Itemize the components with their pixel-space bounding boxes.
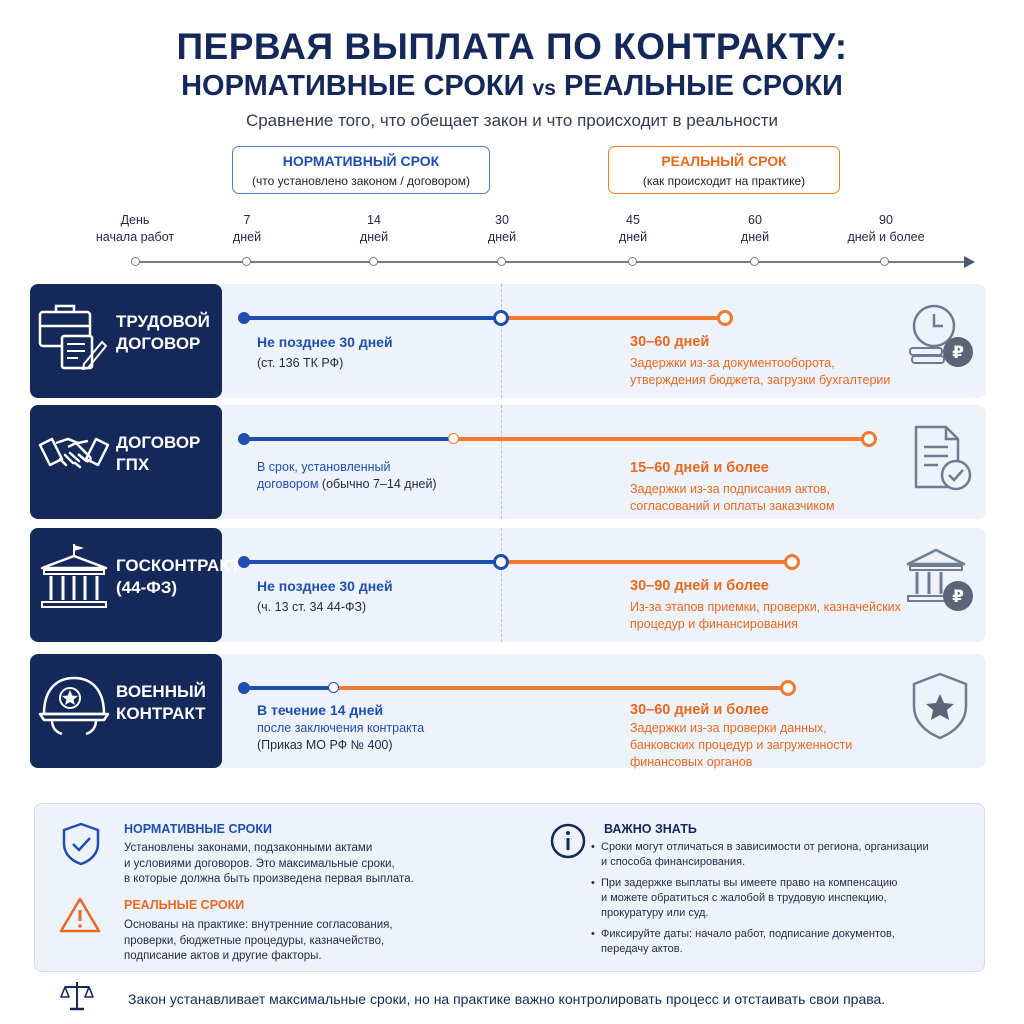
page-title-line2: НОРМАТИВНЫЕ СРОКИ vs РЕАЛЬНЫЕ СРОКИ xyxy=(0,70,1024,103)
scales-icon xyxy=(60,982,94,1011)
info-bullet: При задержке выплаты вы имеете право на … xyxy=(591,876,971,921)
real-deadline: 15–60 дней и более xyxy=(630,460,769,476)
normative-end-marker xyxy=(493,554,509,570)
info-bullet: Фиксируйте даты: начало работ, подписани… xyxy=(591,927,971,957)
real-reasons: Задержки из-за документооборота,утвержде… xyxy=(630,356,891,387)
info-real-text: Основаны на практике: внутренние согласо… xyxy=(124,919,393,962)
info-normative-title: НОРМАТИВНЫЕ СРОКИ xyxy=(124,822,272,836)
timeline-arrow-icon xyxy=(964,256,975,268)
normative-deadline: Не позднее 30 дней xyxy=(257,578,393,594)
info-normative-text: Установлены законами, подзаконными актам… xyxy=(124,842,414,885)
normative-source: (ст. 136 ТК РФ) xyxy=(257,356,344,370)
normative-source: договором (обычно 7–14 дней) xyxy=(257,477,437,491)
page-subtitle: Сравнение того, что обещает закон и что … xyxy=(245,111,779,130)
title-normative: НОРМАТИВНЫЕ СРОКИ xyxy=(181,70,525,102)
title-real: РЕАЛЬНЫЕ СРОКИ xyxy=(563,70,843,102)
real-reasons: Из-за этапов приемки, проверки, казначей… xyxy=(630,600,901,631)
page-title: ПЕРВАЯ ВЫПЛАТА ПО КОНТРАКТУ: xyxy=(176,26,848,67)
legend-normative-title: НОРМАТИВНЫЙ СРОК xyxy=(282,153,440,169)
axis-marker xyxy=(131,257,140,266)
footer-note: Закон устанавливает максимальные сроки, … xyxy=(128,991,886,1007)
info-real-title: РЕАЛЬНЫЕ СРОКИ xyxy=(124,898,245,912)
real-deadline: 30–60 дней xyxy=(630,334,710,350)
timeline-axis xyxy=(132,261,964,263)
normative-deadline: Не позднее 30 дней xyxy=(257,334,393,350)
info-bullet: Сроки могут отличаться в зависимости от … xyxy=(591,840,971,870)
legend-normative-subtitle: (что установлено законом / договором) xyxy=(252,174,470,188)
real-bar xyxy=(501,560,792,564)
info-important-title: ВАЖНО ЗНАТЬ xyxy=(604,822,697,836)
normative-end-marker xyxy=(493,310,509,326)
real-end-marker xyxy=(784,554,800,570)
normative-deadline: В срок, установленный xyxy=(257,460,391,474)
day-30-guide xyxy=(501,405,502,519)
real-reasons: Задержки из-за подписания актов,согласов… xyxy=(630,482,835,513)
normative-bar xyxy=(244,560,501,564)
normative-deadline: В течение 14 дней xyxy=(257,702,384,718)
real-end-marker xyxy=(861,431,877,447)
row-head-state: ГОСКОНТРАКТ(44-ФЗ) xyxy=(30,528,241,642)
axis-marker xyxy=(750,257,759,266)
real-bar xyxy=(335,686,781,690)
day-30-guide xyxy=(501,528,502,642)
title-vs: vs xyxy=(532,77,556,100)
document-check-icon xyxy=(914,425,972,491)
legend-real-subtitle: (как происходит на практике) xyxy=(642,174,806,188)
military-helmet-icon xyxy=(38,676,110,736)
normative-end-marker xyxy=(448,433,459,444)
real-deadline: 30–60 дней и более xyxy=(630,702,769,718)
bank-ruble-icon: ₽ xyxy=(906,548,973,611)
info-panel: НОРМАТИВНЫЕ СРОКИ Установлены законами, … xyxy=(34,803,985,972)
row-title: ГОСКОНТРАКТ(44-ФЗ) xyxy=(116,556,241,597)
warning-icon xyxy=(59,897,101,933)
info-icon xyxy=(550,823,586,859)
svg-text:₽: ₽ xyxy=(952,587,964,607)
axis-marker xyxy=(369,257,378,266)
real-deadline: 30–90 дней и более xyxy=(630,578,769,594)
normative-source: после заключения контракта(Приказ МО РФ … xyxy=(257,721,425,752)
normative-end-marker xyxy=(328,682,339,693)
legend-normative: НОРМАТИВНЫЙ СРОК (что установлено законо… xyxy=(232,146,490,194)
normative-bar xyxy=(244,316,501,320)
axis-marker xyxy=(628,257,637,266)
real-bar xyxy=(501,316,725,320)
row-state-contract: ГОСКОНТРАКТ(44-ФЗ) Не позднее 30 дней (ч… xyxy=(30,528,986,642)
axis-marker xyxy=(242,257,251,266)
briefcase-document-icon xyxy=(38,304,108,370)
normative-bar xyxy=(244,686,335,690)
real-end-marker xyxy=(717,310,733,326)
real-end-marker xyxy=(780,680,796,696)
svg-text:₽: ₽ xyxy=(952,343,964,363)
shield-check-icon xyxy=(62,822,100,866)
normative-bar xyxy=(244,437,455,441)
real-reasons: Задержки из-за проверки данных,банковски… xyxy=(630,721,853,769)
legend-real: РЕАЛЬНЫЙ СРОК (как происходит на практик… xyxy=(608,146,840,194)
axis-marker xyxy=(880,257,889,266)
handshake-icon xyxy=(38,437,110,469)
axis-marker xyxy=(497,257,506,266)
legend-real-title: РЕАЛЬНЫЙ СРОК xyxy=(661,153,787,169)
shield-star-icon xyxy=(912,672,968,740)
day-30-guide xyxy=(501,284,502,398)
clock-coins-ruble-icon: ₽ xyxy=(909,304,973,367)
normative-source: (ч. 13 ст. 34 44-ФЗ) xyxy=(257,600,367,614)
real-bar xyxy=(455,437,869,441)
government-building-icon xyxy=(40,544,108,608)
